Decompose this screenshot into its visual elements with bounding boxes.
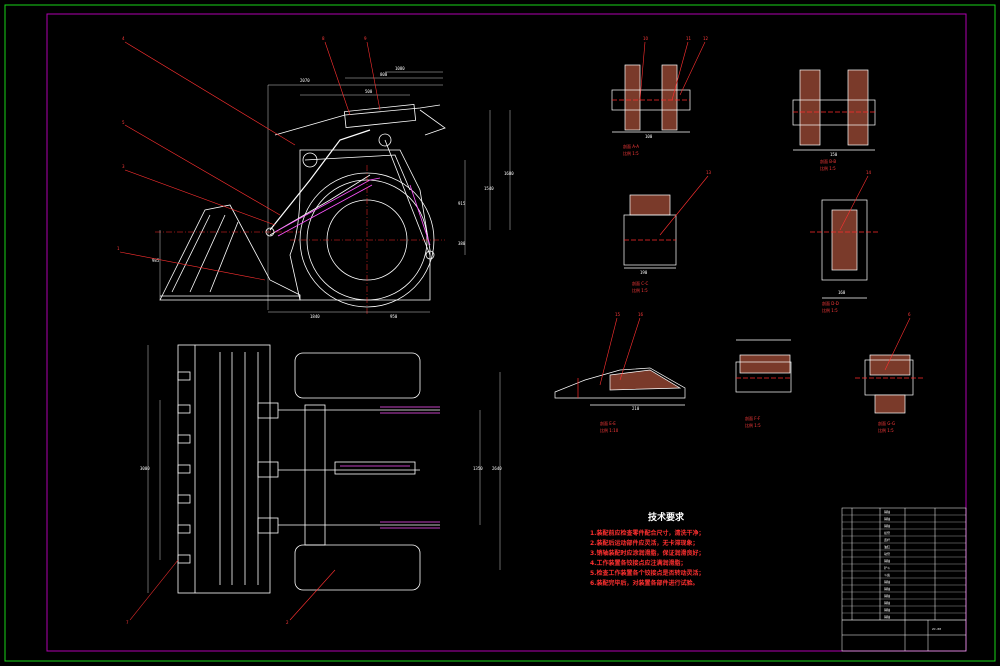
callout-11: 11 (686, 36, 692, 41)
section-gg-name: 剖面 G-G (878, 420, 895, 426)
callout-8: 8 (322, 36, 325, 41)
outer-frame (4, 4, 996, 662)
dim-d2: 1080 (395, 66, 405, 71)
dim-d16: 150 (830, 152, 838, 157)
tech-req-1: 1.装配前应检查零件配合尺寸，清洗干净； (590, 529, 704, 537)
plan-callouts (129, 559, 336, 621)
inner-frame (46, 13, 967, 652)
callout-2: 2 (286, 620, 289, 625)
title-block-row-label: 连杆 (884, 537, 890, 542)
section-ff-name: 剖面 F-F (745, 415, 761, 421)
dim-d3: 800 (380, 72, 388, 77)
section-dd-scale: 比例 1:5 (822, 307, 838, 313)
section-cc (623, 194, 677, 269)
section-bb (792, 69, 876, 151)
section-bb-name: 剖面 B-B (820, 158, 836, 164)
callout-14: 14 (866, 170, 872, 175)
side-view-centerlines (155, 165, 445, 315)
tech-req-6: 6.装配完毕后，对装置各部件进行试验。 (590, 579, 698, 587)
title-block-row-label: 动臂 (884, 551, 890, 556)
dim-d1: 2070 (300, 78, 310, 83)
tech-req-title: 技术要求 (648, 511, 685, 523)
dim-d6: 1540 (484, 186, 494, 191)
callout-leaders (119, 41, 381, 281)
title-block-row-label: 销轴 (884, 558, 890, 563)
dim-d12: 3000 (140, 466, 150, 471)
title-block-row-label: 油缸 (884, 544, 890, 549)
title-block-row-label: 摇臂 (884, 530, 890, 535)
section-ff-scale: 比例 1:5 (745, 422, 761, 428)
section-ff (735, 339, 792, 393)
title-block-row-label: 销轴 (884, 600, 890, 605)
callout-1: 1 (117, 246, 120, 251)
callout-6: 6 (908, 312, 911, 317)
callout-16: 16 (638, 312, 644, 317)
dim-d9: 380 (458, 241, 466, 246)
section-aa (611, 64, 691, 133)
tech-req-4: 4.工作装置各铰接点应注满润滑脂； (590, 559, 686, 567)
title-block-row-label: 销轴 (884, 579, 890, 584)
side-view-magenta (274, 177, 431, 246)
title-block-row-label: 销轴 (884, 523, 890, 528)
title-block-row-label: 斗齿 (884, 572, 890, 577)
dim-d14: 1350 (473, 466, 483, 471)
dim-d11: 985 (152, 258, 160, 263)
callout-7: 7 (126, 620, 129, 625)
tech-req-5: 5.检查工作装置各个铰接点是否转动灵活； (590, 569, 704, 577)
section-callout-leaders (599, 41, 911, 386)
tech-req-3: 3.销轴装配时应涂润滑脂，保证润滑良好； (590, 549, 704, 557)
title-block-row-label: 销轴 (884, 593, 890, 598)
section-dd (810, 199, 880, 299)
callout-9: 9 (364, 36, 367, 41)
callout-3: 3 (122, 164, 125, 169)
callout-4: 4 (122, 36, 125, 41)
dim-d4: 500 (365, 89, 373, 94)
dim-d8: 950 (390, 314, 398, 319)
title-block-row-label: 铲斗 (884, 565, 890, 570)
title-block-row-label: 销轴 (884, 614, 890, 619)
plan-dims (147, 345, 501, 593)
callout-13: 13 (706, 170, 712, 175)
tech-req-2: 2.装配后运动部件应灵活，无卡滞现象； (590, 539, 698, 547)
title-block-row-label: 销轴 (884, 586, 890, 591)
section-dd-name: 剖面 D-D (822, 300, 839, 306)
section-cc-name: 剖面 C-C (632, 280, 649, 286)
dim-d18: 160 (838, 290, 846, 295)
dim-d10: 1840 (310, 314, 320, 319)
plan-view (177, 344, 440, 594)
dim-d17: 190 (640, 270, 648, 275)
dim-d5: 915 (458, 201, 466, 206)
side-view (159, 103, 446, 308)
title-block-row-label: 销轴 (884, 509, 890, 514)
dim-d13: 2640 (492, 466, 502, 471)
plan-view-magenta (340, 406, 440, 529)
side-view-dimensions (159, 71, 511, 313)
section-gg-scale: 比例 1:5 (878, 427, 894, 433)
section-bb-scale: 比例 1:5 (820, 165, 836, 171)
section-aa-name: 剖面 A-A (623, 143, 639, 149)
dim-d19: 210 (632, 406, 640, 411)
callout-10: 10 (643, 36, 649, 41)
dim-d15: 100 (645, 134, 653, 139)
section-aa-scale: 比例 1:5 (623, 150, 639, 156)
title-block (841, 507, 967, 652)
drawing-number: ZJ-00 (932, 627, 941, 631)
callout-5: 5 (122, 120, 125, 125)
title-block-row-label: 销轴 (884, 607, 890, 612)
section-ee-scale: 比例 1:10 (600, 427, 619, 433)
section-ee-name: 剖面 E-E (600, 420, 616, 426)
callout-15: 15 (615, 312, 621, 317)
title-block-row-label: 销轴 (884, 516, 890, 521)
section-ee (554, 367, 686, 406)
section-cc-scale: 比例 1:5 (632, 287, 648, 293)
section-gg (855, 354, 925, 414)
callout-12: 12 (703, 36, 709, 41)
dim-d7: 1680 (504, 171, 514, 176)
